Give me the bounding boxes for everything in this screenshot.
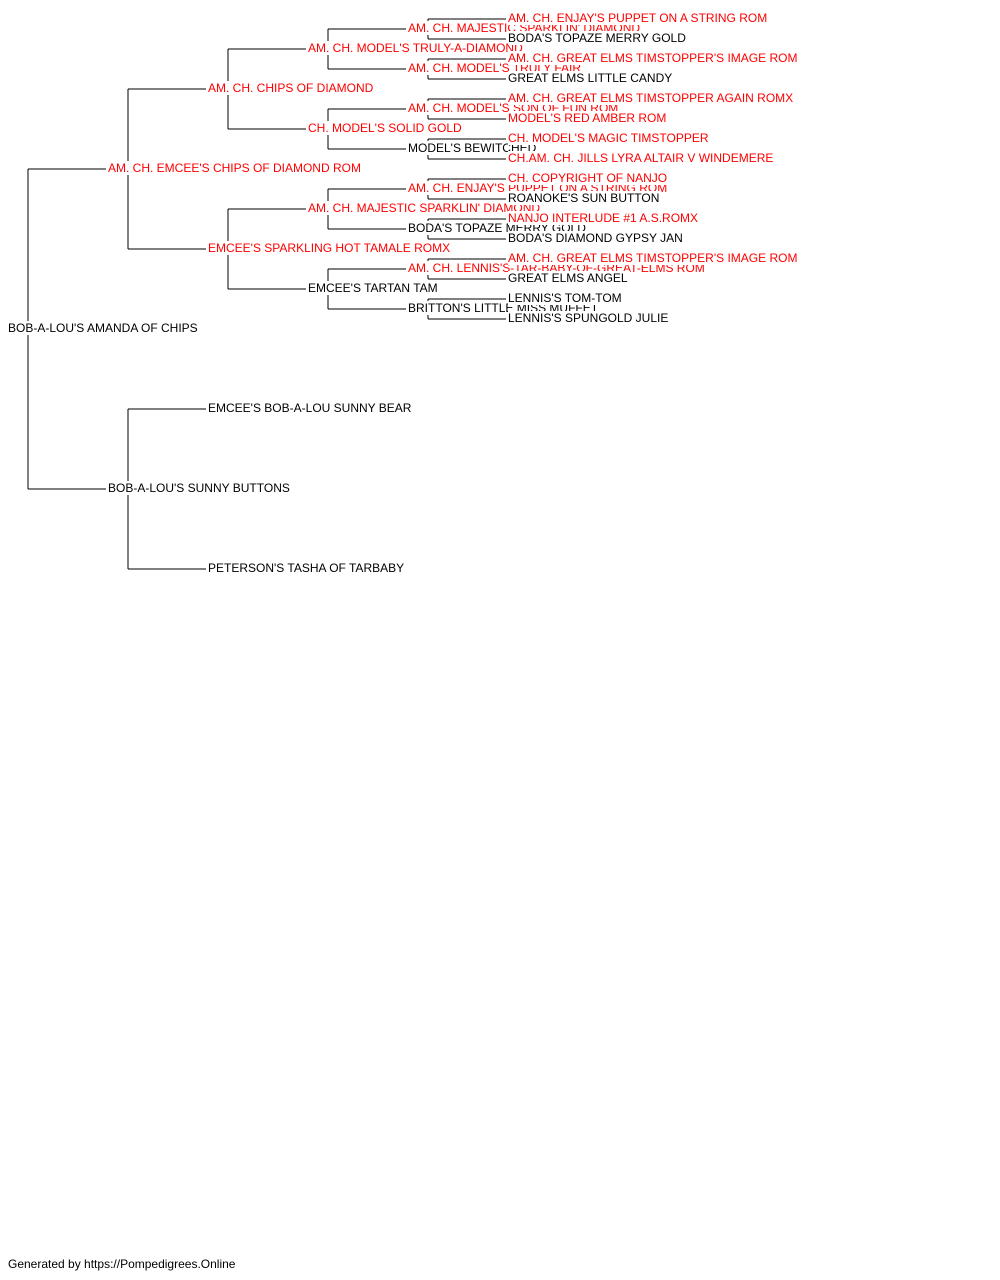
ancestor-name: AM. CH. MODEL'S TRULY-A-DIAMOND [308,41,525,55]
generated-by-footer: Generated by https://Pompedigrees.Online [8,1257,236,1271]
subject-dog-name: BOB-A-LOU'S AMANDA OF CHIPS [8,321,200,335]
ancestor-name: CH. MODEL'S MAGIC TIMSTOPPER [508,131,711,145]
ancestor-name: AM. CH. GREAT ELMS TIMSTOPPER AGAIN ROMX [508,91,796,105]
ancestor-name: MODEL'S RED AMBER ROM [508,111,669,125]
ancestor-name: BOB-A-LOU'S SUNNY BUTTONS [108,481,292,495]
ancestor-name: LENNIS'S TOM-TOM [508,291,624,305]
ancestor-name: GREAT ELMS LITTLE CANDY [508,71,675,85]
ancestor-name: EMCEE'S BOB-A-LOU SUNNY BEAR [208,401,414,415]
ancestor-name: MODEL'S BEWITCHED [408,141,539,155]
ancestor-name: PETERSON'S TASHA OF TARBABY [208,561,407,575]
ancestor-name: EMCEE'S SPARKLING HOT TAMALE ROMX [208,241,453,255]
ancestor-name: AM. CH. GREAT ELMS TIMSTOPPER'S IMAGE RO… [508,251,800,265]
ancestor-name: ROANOKE'S SUN BUTTON [508,191,662,205]
ancestor-name: BODA'S DIAMOND GYPSY JAN [508,231,685,245]
ancestor-name: CH.AM. CH. JILLS LYRA ALTAIR V WINDEMERE [508,151,776,165]
ancestor-name: CH. COPYRIGHT OF NANJO [508,171,670,185]
ancestor-name: EMCEE'S TARTAN TAM [308,281,440,295]
ancestor-name: AM. CH. EMCEE'S CHIPS OF DIAMOND ROM [108,161,363,175]
ancestor-name: AM. CH. ENJAY'S PUPPET ON A STRING ROM [508,11,770,25]
ancestor-name: AM. CH. MAJESTIC SPARKLIN' DIAMOND [308,201,543,215]
ancestor-name: CH. MODEL'S SOLID GOLD [308,121,464,135]
ancestor-name: AM. CH. GREAT ELMS TIMSTOPPER'S IMAGE RO… [508,51,800,65]
ancestor-name: NANJO INTERLUDE #1 A.S.ROMX [508,211,701,225]
ancestor-name: GREAT ELMS ANGEL [508,271,630,285]
ancestor-name: BODA'S TOPAZE MERRY GOLD [508,31,688,45]
ancestor-name: LENNIS'S SPUNGOLD JULIE [508,311,671,325]
ancestor-name: AM. CH. CHIPS OF DIAMOND [208,81,376,95]
